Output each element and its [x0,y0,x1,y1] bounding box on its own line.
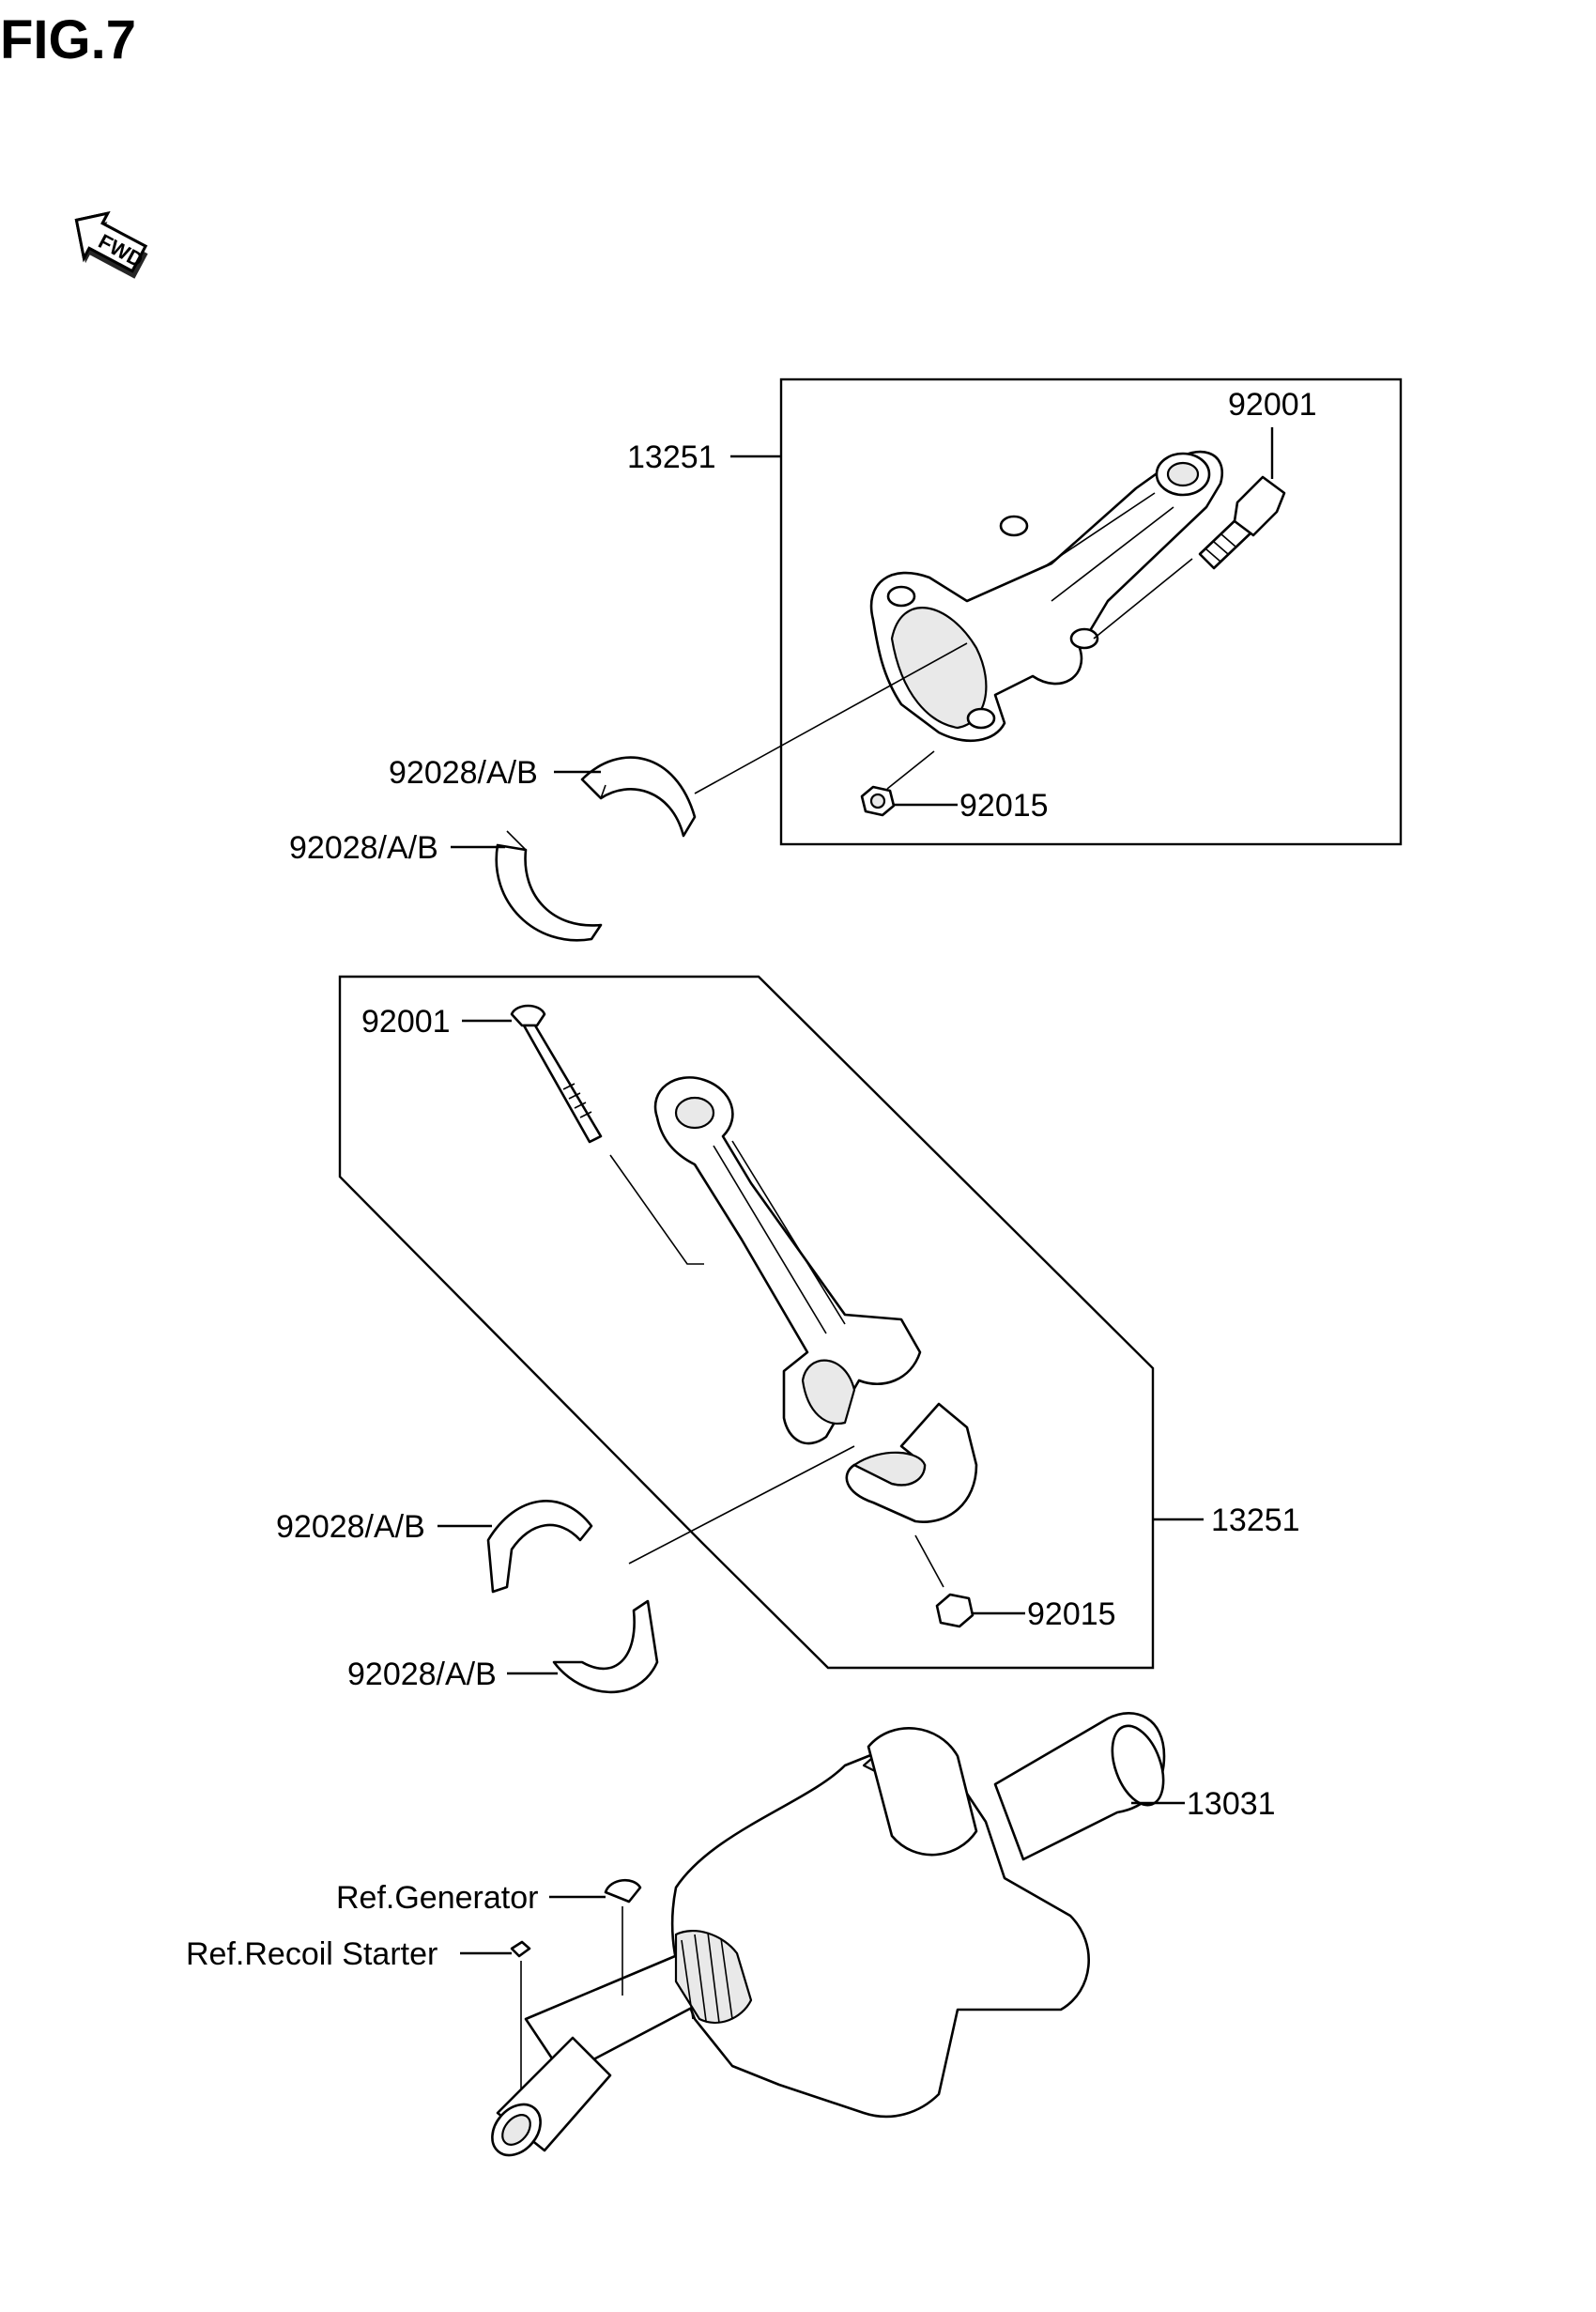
label-upper-conrod-assy: 13251 [627,439,716,475]
lower-nut [935,1593,974,1628]
upper-bearing-shell-2 [495,830,603,942]
upper-bearing-shell-1 [580,756,697,838]
lower-assembly-frame [338,975,1155,1670]
upper-assembly-frame [779,378,1403,846]
label-ref-generator: Ref.Generator [336,1880,538,1916]
label-lower-conrod-assy: 13251 [1211,1503,1300,1538]
assembly-line-upper-bearing [694,642,968,794]
label-lower-nut: 92015 [1027,1596,1116,1632]
upper-connecting-rod [869,450,1223,743]
lower-bearing-shell-1 [486,1500,593,1594]
label-lower-bolt: 92001 [361,1004,451,1040]
figure-title: FIG.7 [0,9,136,70]
label-lower-bearing-2: 92028/A/B [347,1657,497,1692]
lower-bolt [510,1004,603,1144]
upper-nut [860,785,896,817]
assembly-line-lower-bearing [628,1445,855,1564]
label-ref-recoil-starter: Ref.Recoil Starter [186,1936,437,1972]
generator-key [604,1879,642,1904]
label-lower-bearing-1: 92028/A/B [276,1509,425,1545]
assembly-line-lower-bolt [609,1154,704,1265]
label-upper-bearing-2: 92028/A/B [289,830,438,866]
assembly-line-upper-nut [886,750,935,790]
recoil-starter-key [510,1940,531,1958]
lower-bearing-shell-2 [552,1599,659,1694]
label-upper-bearing-1: 92028/A/B [389,755,538,791]
assembly-line-lower-nut [914,1534,944,1588]
upper-bolt [1198,475,1286,570]
crankshaft [491,1712,1166,2157]
lower-connecting-rod [653,1076,922,1445]
label-upper-bolt: 92001 [1228,387,1317,423]
label-crankshaft: 13031 [1187,1786,1276,1822]
label-upper-nut: 92015 [959,788,1049,824]
assembly-line-upper-bolt [1093,558,1193,640]
forward-arrow-icon: FWD [74,210,148,279]
lower-connecting-rod-cap [845,1402,978,1523]
